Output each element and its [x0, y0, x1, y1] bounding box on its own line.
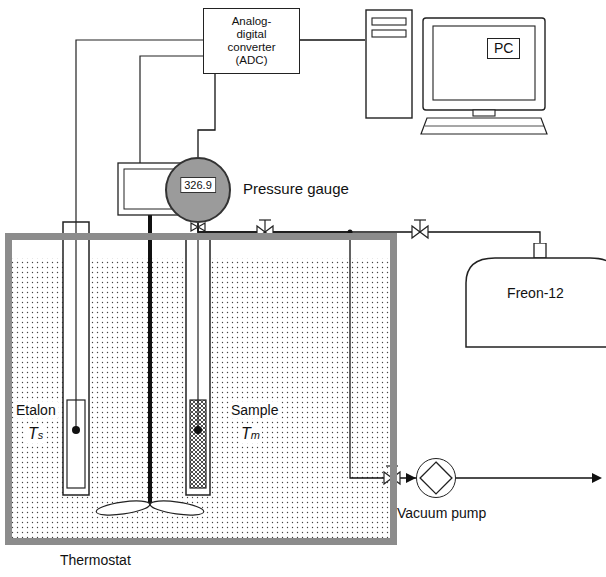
computer: PC [365, 8, 548, 136]
stirrer-shaft [148, 212, 152, 505]
etalon-thermocouple [72, 426, 80, 434]
computer-drawing [365, 8, 548, 136]
valve-symbol [191, 223, 205, 231]
thermostat-bath: Thermostat [5, 233, 397, 545]
temperature-symbol: Tm [239, 426, 262, 443]
gauge-reading: 326.9 [180, 177, 216, 193]
valve-symbol [412, 220, 428, 238]
gas-cylinder: Freon-12 [465, 243, 606, 348]
stirrer-blade [149, 498, 204, 517]
pressure-gauge: 326.9Pressure gauge [165, 157, 231, 223]
sample-label: Sample [229, 402, 280, 418]
cylinder-label: Freon-12 [465, 285, 606, 302]
connector-line [300, 39, 365, 40]
exhaust-arrowhead [592, 473, 602, 483]
temperature-symbol: Ts [26, 426, 45, 443]
signal-wire [140, 56, 203, 163]
vacuum-pump: Vacuum pump [416, 458, 456, 498]
bath-label: Thermostat [60, 552, 131, 569]
screen-label: PC [487, 38, 520, 59]
gauge-label: Pressure gauge [243, 180, 349, 198]
pump-symbol [417, 459, 455, 497]
connector-line [198, 74, 215, 157]
sample-line [197, 228, 198, 430]
exhaust-line [456, 477, 594, 478]
converter-label: Analog-digital converter (ADC) [220, 15, 283, 67]
converter-box: Analog-digital converter (ADC) [203, 8, 300, 74]
stirrer-blade [95, 498, 150, 517]
etalon-label: Etalon [14, 402, 58, 418]
connector-line [198, 223, 416, 478]
sample-thermocouple [194, 426, 202, 434]
pump-label: Vacuum pump [397, 505, 486, 522]
